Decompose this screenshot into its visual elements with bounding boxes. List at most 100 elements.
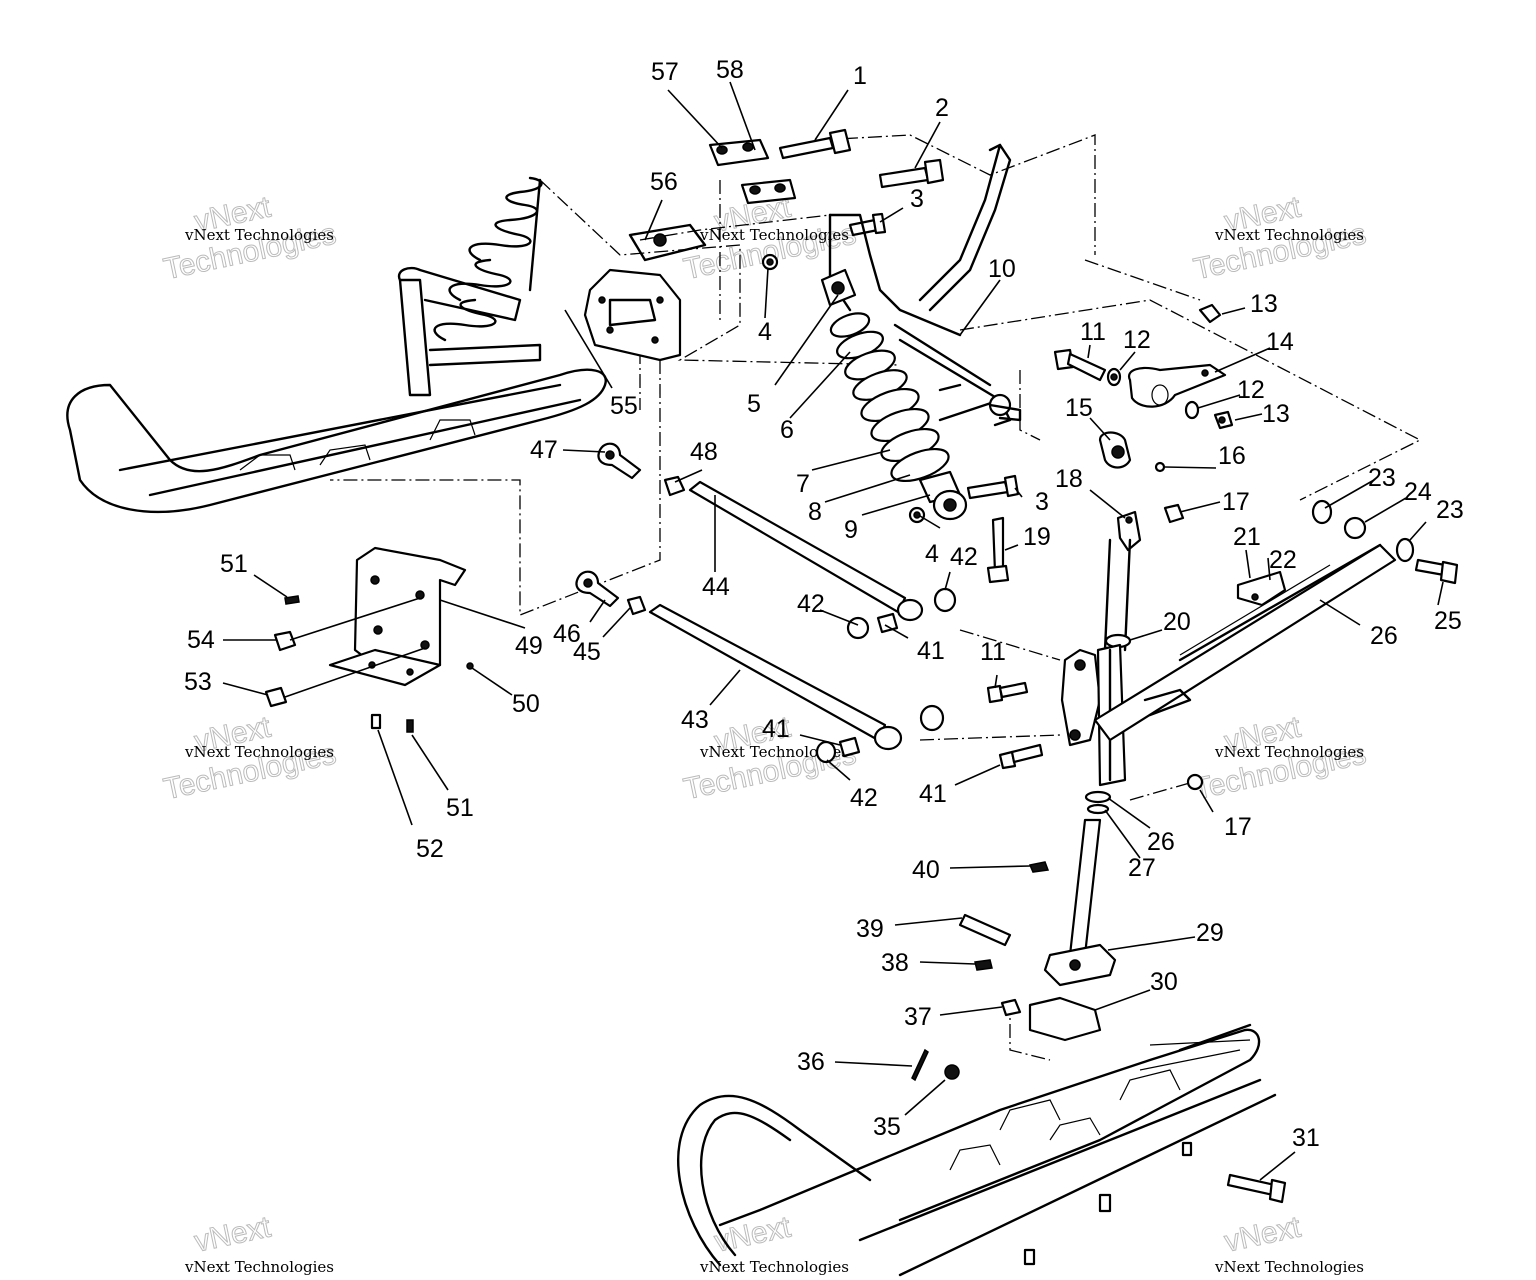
bolt-37 <box>974 959 993 971</box>
left-spring <box>433 176 543 342</box>
svg-text:vNext Technologies: vNext Technologies <box>699 226 849 244</box>
bolt-40 <box>998 743 1044 770</box>
callout-36: 37 <box>904 1003 932 1031</box>
washer-23-right <box>1395 537 1415 563</box>
callout-9: 9 <box>844 516 858 544</box>
washer-12-upper <box>1106 367 1122 387</box>
a-arm-26 <box>1093 543 1397 742</box>
svg-text:vNext: vNext <box>712 1210 795 1258</box>
pin-16 <box>1154 461 1166 473</box>
pin-35 <box>911 1048 929 1082</box>
callout-40: 41 <box>919 780 947 808</box>
callout-27: 26 <box>1147 828 1175 856</box>
bushing-24 <box>1343 516 1367 540</box>
shock-absorber <box>820 268 968 521</box>
callout-18: 18 <box>1055 465 1083 493</box>
mount-bracket-49 <box>328 546 467 687</box>
callout-12-lower: 12 <box>1237 376 1265 404</box>
callout-11-upper: 11 <box>1080 318 1106 346</box>
sleeve-41-upper <box>876 612 899 634</box>
callout-17-upper: 17 <box>1222 488 1250 516</box>
callout-1: 1 <box>853 62 867 90</box>
radius-rod-43 <box>648 603 903 751</box>
callout-48: 48 <box>690 438 718 466</box>
bushing-42-lower <box>919 704 945 732</box>
callout-26: 26 <box>1370 622 1398 650</box>
callout-34: 35 <box>873 1113 901 1141</box>
right-ski <box>677 1023 1277 1277</box>
bolt-11-lower <box>986 681 1029 704</box>
callout-52: 52 <box>416 835 444 863</box>
callout-46: 46 <box>553 620 581 648</box>
rod-end-46 <box>575 570 620 608</box>
nut-53 <box>264 686 288 708</box>
callout-45: 45 <box>573 638 601 666</box>
callout-31: 31 <box>1292 1124 1320 1152</box>
callout-5: 5 <box>747 390 761 418</box>
steering-arm-18 <box>1116 510 1142 552</box>
callout-56: 56 <box>650 168 678 196</box>
callout-8: 8 <box>808 498 822 526</box>
callout-51-left: 51 <box>220 550 248 578</box>
callout-54: 54 <box>187 626 215 654</box>
callout-15: 15 <box>1065 394 1093 422</box>
steering-link-rod <box>1103 538 1132 652</box>
bushing-38 <box>958 913 1012 947</box>
svg-text:vNext Technologies: vNext Technologies <box>1214 1258 1364 1276</box>
svg-text:vNext Technologies: vNext Technologies <box>1214 743 1364 761</box>
callout-39: 40 <box>912 856 940 884</box>
callout-44: 44 <box>702 573 730 601</box>
screw-52 <box>370 713 382 730</box>
plate-56 <box>628 223 707 262</box>
bolt-31 <box>1226 1173 1287 1204</box>
callout-6: 6 <box>780 416 794 444</box>
nut-4-lower <box>908 506 926 524</box>
callout-13-upper: 13 <box>1250 290 1278 318</box>
bushing-42-upper <box>933 587 957 613</box>
nut-17-lower <box>1186 773 1204 791</box>
callout-30: 30 <box>1150 968 1178 996</box>
frame-upright-10 <box>828 143 1022 427</box>
screw-50 <box>466 662 474 670</box>
callout-28: 27 <box>1128 854 1156 882</box>
left-ski-assembly <box>66 176 607 514</box>
callout-42-left: 42 <box>797 590 825 618</box>
phantom-frame-lines <box>330 134 1422 1061</box>
callout-12-upper: 12 <box>1123 326 1151 354</box>
callout-23-right: 23 <box>1436 496 1464 524</box>
bolt-3-lower <box>966 474 1020 500</box>
leader-lines <box>222 81 1444 1181</box>
washer-23-left <box>1311 499 1333 525</box>
screw-51-left <box>284 595 300 605</box>
callout-7: 7 <box>796 470 810 498</box>
callouts: 57 58 1 2 3 56 4 55 5 6 10 7 8 9 3 4 11 … <box>184 56 1464 1152</box>
callout-55: 55 <box>610 392 638 420</box>
callout-41-lower: 41 <box>762 715 790 743</box>
svg-text:vNext Technologies: vNext Technologies <box>184 1258 334 1276</box>
callout-53: 53 <box>184 668 212 696</box>
callout-2: 2 <box>935 94 949 122</box>
callout-23-upper: 23 <box>1368 464 1396 492</box>
callout-21: 21 <box>1233 523 1261 551</box>
bracket-21 <box>1236 570 1287 607</box>
nut-45 <box>626 595 647 616</box>
svg-text:vNext Technologies: vNext Technologies <box>1214 226 1364 244</box>
spindle-shaft <box>1068 818 1102 957</box>
nut-54 <box>273 630 297 652</box>
spindle-base-29 <box>1043 943 1117 987</box>
bolt-1 <box>778 128 852 160</box>
callout-3-top: 3 <box>910 185 924 213</box>
svg-text:vNext: vNext <box>1222 1210 1305 1258</box>
callout-25: 25 <box>1434 607 1462 635</box>
bushing-15 <box>1098 431 1132 469</box>
screw-51-bottom <box>406 719 414 733</box>
callout-50: 50 <box>512 690 540 718</box>
callout-37: 38 <box>881 949 909 977</box>
bushing-42-bottom <box>815 740 837 764</box>
callout-3-lower: 3 <box>1035 488 1049 516</box>
callout-16: 16 <box>1218 442 1246 470</box>
callout-29: 29 <box>1196 919 1224 947</box>
callout-4-lower: 4 <box>925 540 939 568</box>
washer-12-lower <box>1184 400 1200 420</box>
